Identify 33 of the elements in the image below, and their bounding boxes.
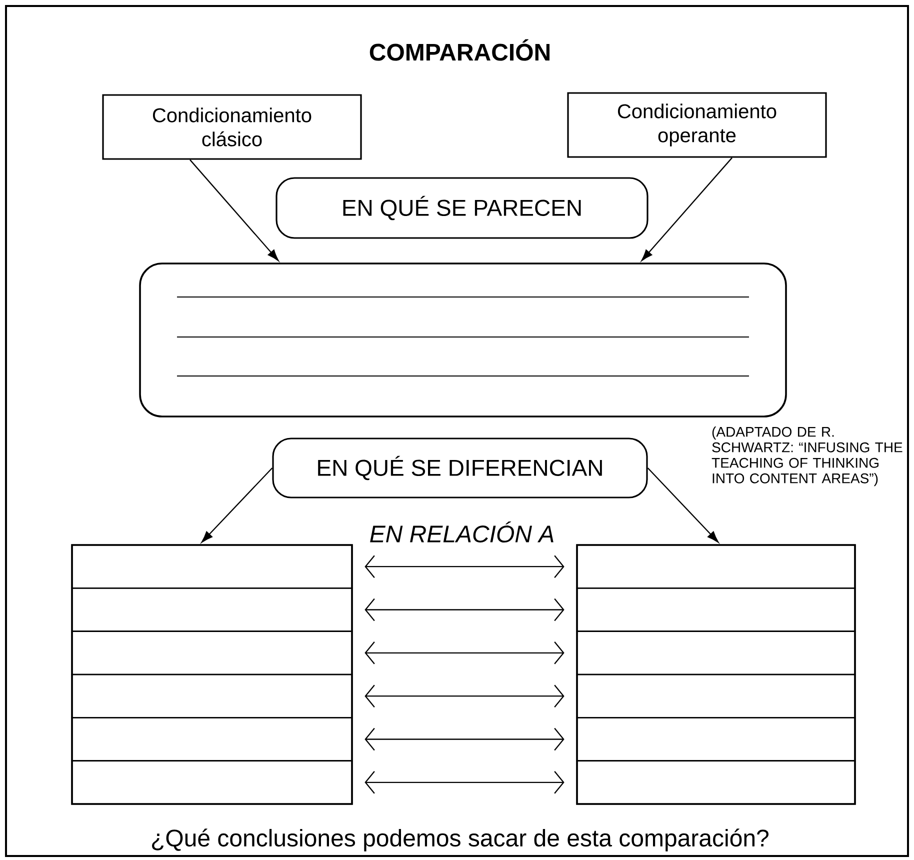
arrow <box>364 728 564 751</box>
answer-table <box>71 544 353 805</box>
table-row <box>576 717 856 762</box>
source-note: (ADAPTADO DE R. SCHWARTZ: “INFUSING THE TEACHING OF THINKING INTO CONTENT AREAS”) <box>712 426 902 486</box>
answer-table <box>576 544 856 805</box>
table-row <box>71 544 353 589</box>
table-row <box>576 588 856 632</box>
arrow <box>364 598 564 622</box>
arrow <box>364 771 564 794</box>
arrow <box>364 555 564 578</box>
label-box: Condicionamiento clásico <box>102 94 362 160</box>
arrow <box>641 157 732 262</box>
table-row <box>71 588 353 632</box>
table-row <box>576 544 856 589</box>
arrow <box>201 468 273 543</box>
table-row <box>71 630 353 676</box>
table-row <box>576 760 856 805</box>
arrow <box>190 159 279 262</box>
arrow <box>364 684 564 708</box>
table-row <box>71 674 353 718</box>
title: COMPARACIÓN <box>370 39 550 61</box>
heading-pill: EN QUÉ SE DIFERENCIAN <box>272 438 648 498</box>
arrow <box>647 468 719 543</box>
table-row <box>576 630 856 676</box>
question: ¿Qué conclusiones podemos sacar de esta comparación? <box>152 828 768 852</box>
table-row <box>576 674 856 718</box>
subheading: EN RELACIÓN A <box>370 521 554 543</box>
label-box: Condicionamiento operante <box>567 92 827 158</box>
table-row <box>71 760 353 805</box>
heading-pill: EN QUÉ SE PARECEN <box>276 177 648 239</box>
table-row <box>71 717 353 762</box>
answer-box <box>139 262 787 418</box>
arrow <box>364 642 564 664</box>
